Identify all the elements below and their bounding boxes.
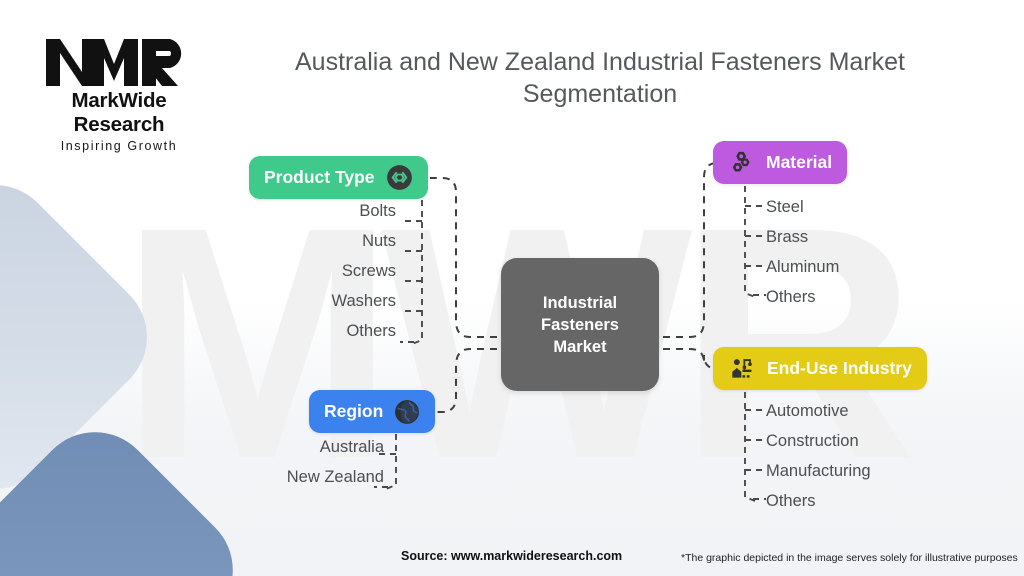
branch-badge-end-use-industry[interactable]: End-Use Industry	[713, 347, 927, 390]
branch-label-product-type: Product Type	[264, 167, 375, 187]
leaf-item: Bolts	[359, 202, 396, 220]
leaf-list-end-use-industry: Automotive Construction Manufacturing Ot…	[766, 396, 871, 516]
connector-region	[430, 348, 497, 413]
leaf-item: Others	[766, 288, 816, 306]
leaf-list-product-type: Bolts Nuts Screws Washers Others	[200, 196, 397, 346]
leaf-item: Aluminum	[766, 258, 840, 276]
factory-robot-icon	[728, 355, 756, 382]
leaf-list-region: Australia New Zealand	[150, 432, 384, 492]
disclaimer-label: *The graphic depicted in the image serve…	[681, 552, 1018, 564]
hex-nuts-icon	[728, 149, 755, 176]
connector-material	[663, 162, 730, 338]
mwr-logo-mark	[46, 39, 182, 86]
center-node-label: Industrial Fasteners Market	[541, 293, 619, 356]
branch-label-region: Region	[324, 401, 384, 421]
globe-icon	[394, 399, 420, 425]
branch-badge-region[interactable]: Region	[309, 390, 436, 433]
leaf-item: Automotive	[766, 402, 849, 420]
leaf-item: Others	[766, 492, 816, 510]
connector-end-use-industry	[663, 348, 730, 370]
branch-badge-product-type[interactable]: Product Type	[249, 156, 428, 199]
bolt-nut-icon	[386, 164, 413, 191]
center-node[interactable]: Industrial Fasteners Market	[501, 258, 659, 391]
leaf-item: Others	[346, 322, 396, 340]
leaf-item: Steel	[766, 198, 804, 216]
source-label: Source: www.markwideresearch.com	[401, 549, 623, 563]
brand-name: MarkWide Research	[71, 89, 167, 136]
branch-label-material: Material	[766, 152, 833, 172]
leaf-list-material: Steel Brass Aluminum Others	[766, 192, 839, 312]
spine-end-use	[744, 392, 756, 502]
leaf-item: Australia	[319, 438, 384, 456]
leaf-item: Brass	[766, 228, 809, 246]
brand-logo: MarkWide Research Inspiring Growth	[24, 36, 214, 153]
spine-region	[385, 434, 397, 490]
brand-tagline: Inspiring Growth	[60, 139, 178, 153]
leaf-item: Manufacturing	[766, 462, 871, 480]
page-title: Australia and New Zealand Industrial Fas…	[294, 48, 905, 108]
leaf-item: Screws	[341, 262, 396, 280]
leaf-item: Nuts	[362, 232, 396, 250]
spine-product-type	[411, 200, 423, 345]
branch-label-end-use-industry: End-Use Industry	[767, 358, 912, 378]
leaf-item: Washers	[331, 292, 397, 310]
branch-badge-material[interactable]: Material	[713, 141, 848, 184]
leaf-item: New Zealand	[286, 468, 384, 486]
spine-material	[744, 186, 756, 298]
connector-product-type	[430, 177, 497, 338]
leaf-item: Construction	[766, 432, 859, 450]
